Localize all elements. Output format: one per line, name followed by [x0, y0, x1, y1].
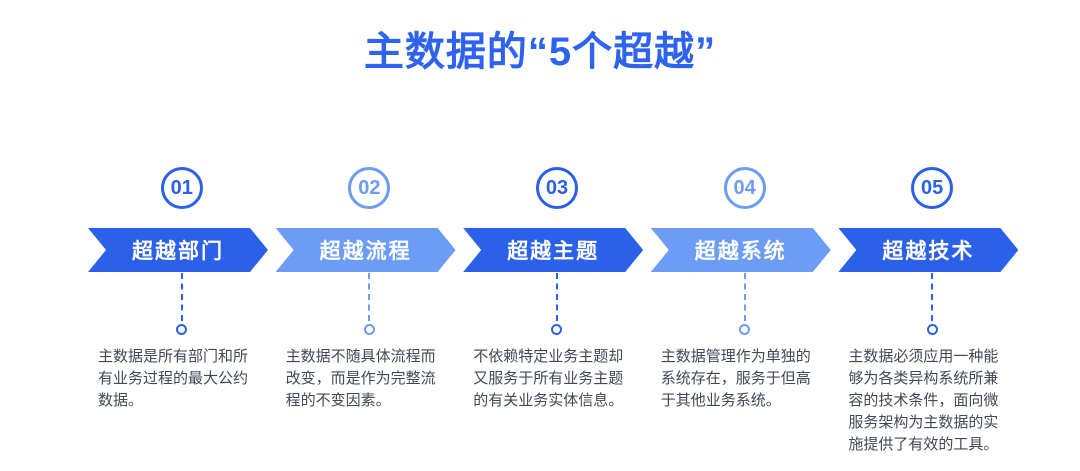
step-number: 05: [921, 176, 944, 199]
step-number-badge: 03: [535, 167, 578, 209]
step-column-1: 01 超越部门 主数据是所有部门和所 有业务过程的最大公约 数据。: [88, 0, 276, 471]
step-column-3: 03 超越主题 不依赖特定业务主题却 又服务于所有业务主题 的有关业务实体信息。: [463, 0, 651, 471]
step-number: 03: [545, 176, 569, 199]
step-column-4: 04 超越系统 主数据管理作为单独的 系统存在，服务于但高 于其他业务系统。: [650, 0, 839, 471]
step-description: 不依赖特定业务主题却 又服务于所有业务主题 的有关业务实体信息。: [473, 348, 624, 409]
connector-dot: [551, 324, 563, 335]
connector-dot: [176, 324, 188, 335]
arrow-banner: 超越技术: [838, 228, 1019, 272]
step-column-2: 02 超越流程 主数据不随具体流程而 改变，而是作为完整流 程的不变因素。: [275, 0, 464, 471]
connector-dot: [926, 324, 938, 335]
banner-label: 超越流程: [319, 240, 412, 263]
step-column-5: 05 超越技术 主数据必须应用一种能 够为各类异构系统所兼 容的技术条件，面向微…: [838, 0, 1026, 471]
step-description: 主数据管理作为单独的 系统存在，服务于但高 于其他业务系统。: [660, 348, 811, 409]
page-title: 主数据的“5个超越”: [363, 30, 717, 74]
step-number: 04: [733, 176, 756, 199]
arrow-banner: 超越主题: [463, 228, 644, 272]
dashed-connector-line: [368, 273, 371, 321]
step-description: 主数据必须应用一种能 够为各类异构系统所兼 容的技术条件，面向微 服务架构为主数…: [848, 348, 999, 453]
banner-label: 超越部门: [132, 240, 224, 263]
step-number-badge: 01: [160, 167, 203, 209]
banner-label: 超越系统: [694, 240, 787, 263]
step-number-badge: 04: [723, 167, 766, 209]
step-number-badge: 05: [911, 167, 954, 209]
step-number: 01: [170, 176, 193, 199]
banner-label: 超越主题: [507, 240, 600, 263]
step-number-badge: 02: [348, 167, 391, 209]
arrow-banner: 超越部门: [88, 228, 268, 272]
step-number: 02: [358, 176, 381, 199]
step-description: 主数据不随具体流程而 改变，而是作为完整流 程的不变因素。: [285, 348, 436, 409]
dashed-connector-line: [931, 273, 934, 321]
arrow-banner: 超越流程: [275, 228, 456, 272]
connector-dot: [739, 324, 751, 335]
dashed-connector-line: [180, 273, 183, 321]
steps-row: 01 超越部门 主数据是所有部门和所 有业务过程的最大公约 数据。 02 超越流…: [88, 0, 1028, 471]
dashed-connector-line: [555, 273, 558, 321]
dashed-connector-line: [743, 273, 746, 321]
banner-label: 超越技术: [882, 240, 975, 263]
step-description: 主数据是所有部门和所 有业务过程的最大公约 数据。: [98, 348, 249, 409]
connector-dot: [363, 324, 375, 335]
arrow-banner: 超越系统: [650, 228, 831, 272]
